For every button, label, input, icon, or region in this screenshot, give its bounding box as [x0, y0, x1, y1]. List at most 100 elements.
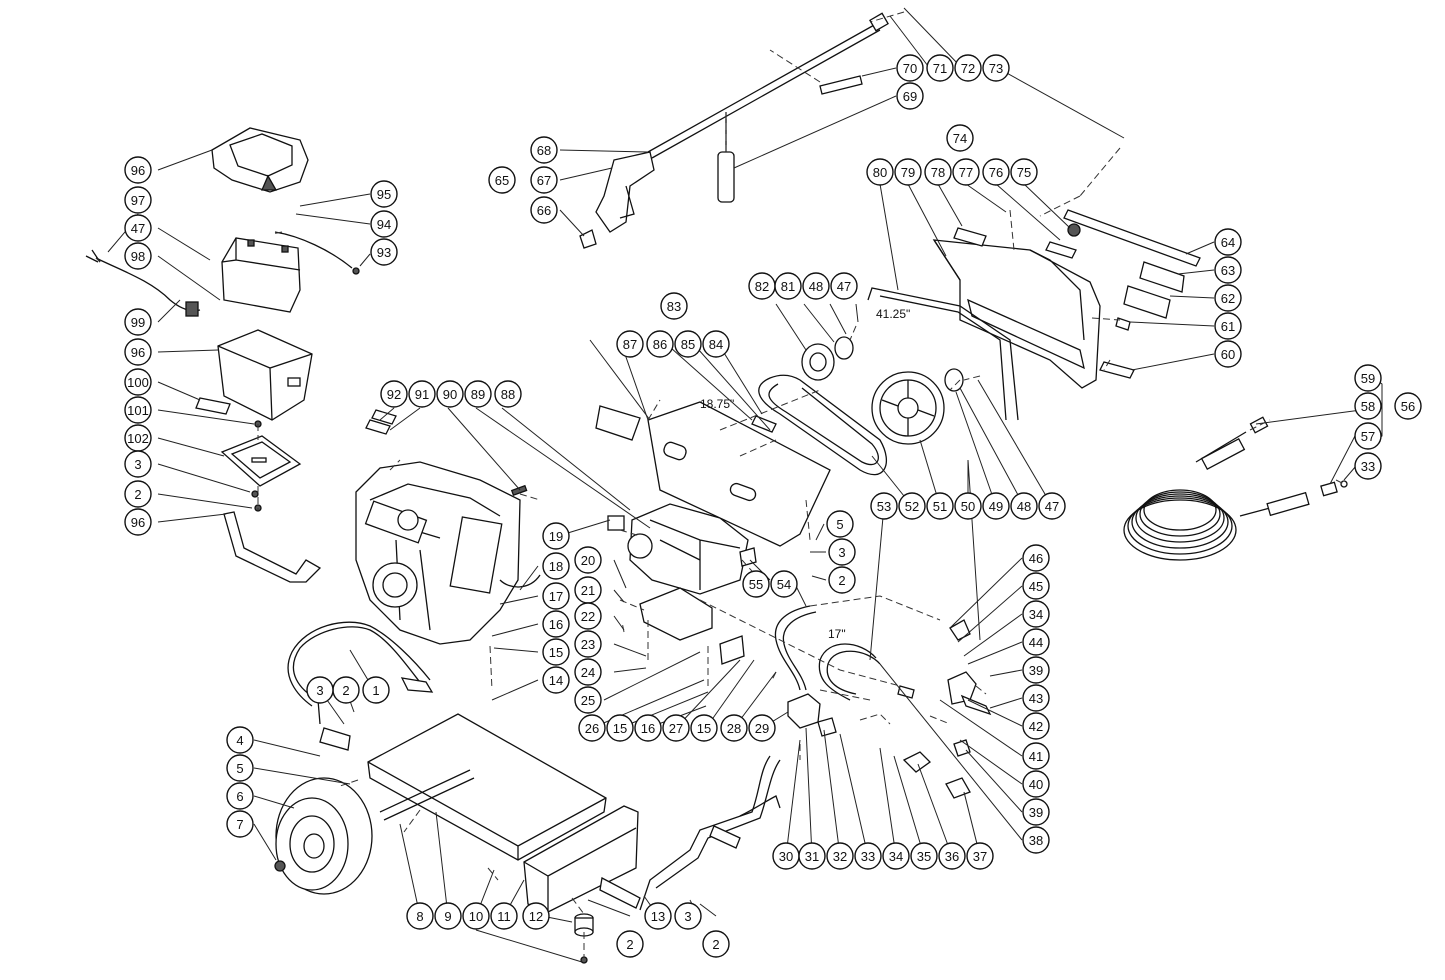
callout-10: 10 [462, 902, 490, 930]
pump-pulley [871, 371, 945, 445]
callout-71: 71 [926, 54, 954, 82]
callout-number: 8 [416, 909, 423, 924]
o-ring [1340, 480, 1348, 488]
battery-cable-positive [274, 231, 353, 269]
callout-number: 3 [316, 683, 323, 698]
callout-number: 54 [777, 577, 791, 592]
callout-circle [910, 842, 938, 870]
label-87 [595, 405, 641, 441]
callout-circle [462, 902, 490, 930]
callout-circle [578, 714, 606, 742]
callout-number: 68 [537, 143, 551, 158]
callout-circle [894, 158, 922, 186]
callout-79: 79 [894, 158, 922, 186]
callout-circle [574, 658, 602, 686]
callout-35: 35 [910, 842, 938, 870]
callout-34: 34 [1022, 600, 1050, 628]
hose-ferrule-top [1200, 437, 1246, 471]
callout-96: 96 [124, 508, 152, 536]
callout-94: 94 [370, 210, 398, 238]
callout-circle [522, 902, 550, 930]
callout-number: 72 [961, 61, 975, 76]
callout-48: 48 [802, 272, 830, 300]
callout-number: 32 [833, 849, 847, 864]
callout-51: 51 [926, 492, 954, 520]
callout-number: 19 [549, 529, 563, 544]
cable-terminal [185, 301, 199, 317]
callout-circle [634, 714, 662, 742]
callout-47: 47 [124, 214, 152, 242]
callout-7: 7 [226, 810, 254, 838]
callout-number: 74 [953, 131, 967, 146]
callout-15: 15 [542, 638, 570, 666]
callout-number: 53 [877, 499, 891, 514]
callout-number: 3 [838, 545, 845, 560]
callout-9: 9 [434, 902, 462, 930]
callout-90: 90 [436, 380, 464, 408]
callout-circle [574, 630, 602, 658]
coupler-block [902, 751, 932, 773]
callout-48: 48 [1010, 492, 1038, 520]
callout-circle [1022, 656, 1050, 684]
callout-number: 61 [1221, 319, 1235, 334]
callout-96: 96 [124, 338, 152, 366]
callout-number: 17 [549, 589, 563, 604]
callout-23: 23 [574, 630, 602, 658]
callout-number: 100 [127, 375, 149, 390]
callout-11: 11 [490, 902, 518, 930]
callout-number: 2 [342, 683, 349, 698]
callout-33: 33 [1354, 452, 1382, 480]
callout-12: 12 [522, 902, 550, 930]
callout-82: 82 [748, 272, 776, 300]
callout-circle [494, 380, 522, 408]
callout-number: 34 [889, 849, 903, 864]
callout-number: 84 [709, 337, 723, 352]
callout-89: 89 [464, 380, 492, 408]
callout-number: 11 [497, 909, 511, 924]
callout-circle [646, 330, 674, 358]
drive-belt [758, 374, 888, 476]
engine [355, 461, 541, 645]
callout-number: 47 [1045, 499, 1059, 514]
callout-circle [1354, 392, 1382, 420]
callout-69: 69 [896, 82, 924, 110]
callout-77: 77 [952, 158, 980, 186]
callout-circle [124, 338, 152, 366]
callout-circle [1022, 572, 1050, 600]
callout-number: 39 [1029, 805, 1043, 820]
callout-32: 32 [826, 842, 854, 870]
frame-tube [639, 755, 771, 911]
pulley-bushing [944, 368, 964, 392]
callout-circle [982, 54, 1010, 82]
hose-coupler-bottom [1320, 481, 1338, 497]
hose-fitting [897, 685, 915, 699]
callout-number: 97 [131, 193, 145, 208]
callout-number: 13 [651, 909, 665, 924]
quick-coupler [945, 777, 971, 799]
callout-number: 50 [961, 499, 975, 514]
lance-coupler [869, 12, 889, 32]
callout-33: 33 [854, 842, 882, 870]
callout-circle [966, 842, 994, 870]
callout-87: 87 [616, 330, 644, 358]
callout-67: 67 [530, 166, 558, 194]
callout-number: 51 [933, 499, 947, 514]
callout-number: 79 [901, 165, 915, 180]
callout-number: 36 [945, 849, 959, 864]
callout-circle [124, 214, 152, 242]
battery-tray [220, 435, 302, 487]
callout-number: 48 [1017, 499, 1031, 514]
battery-box [217, 329, 313, 421]
callout-number: 41 [1029, 749, 1043, 764]
callout-circle [306, 676, 334, 704]
callout-number: 3 [684, 909, 691, 924]
callout-circle [574, 686, 602, 714]
callout-circle [926, 492, 954, 520]
callout-47: 47 [830, 272, 858, 300]
callout-49: 49 [982, 492, 1010, 520]
callout-circle [674, 330, 702, 358]
callout-circle [954, 492, 982, 520]
spray-gun [595, 151, 655, 233]
callout-57: 57 [1354, 422, 1382, 450]
callout-number: 92 [387, 387, 401, 402]
